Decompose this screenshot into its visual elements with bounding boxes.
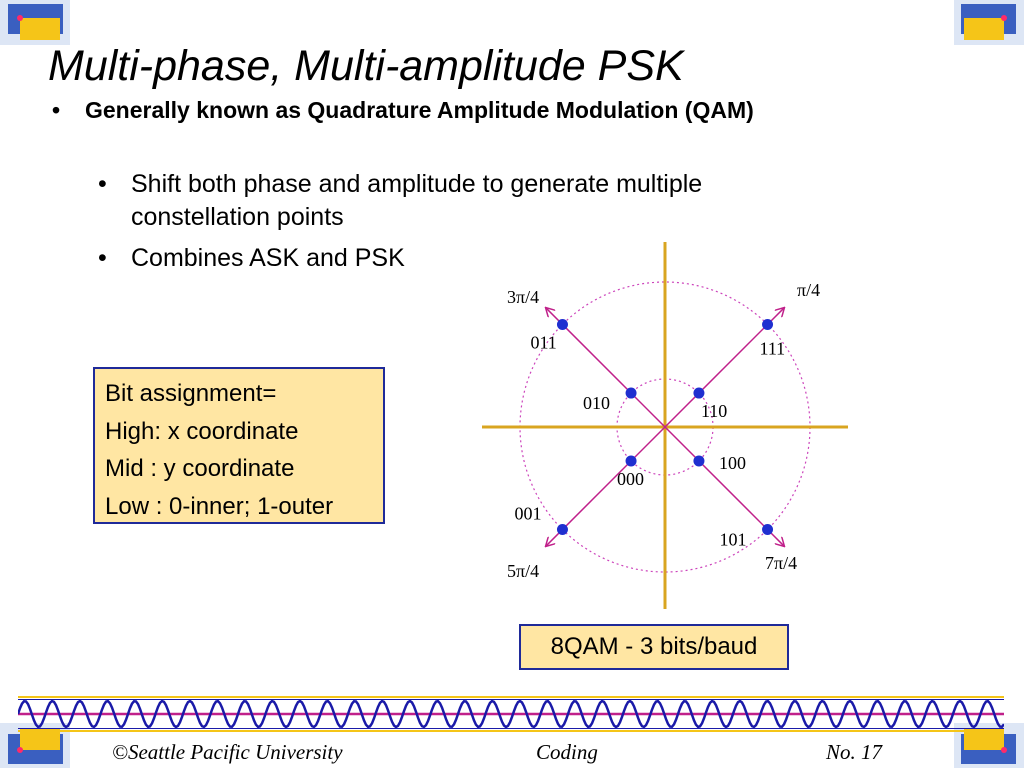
phase-angle-label: 5π/4 (507, 561, 539, 581)
bit-label-010: 010 (583, 393, 610, 413)
bit-label-011: 011 (530, 332, 556, 352)
bit-assignment-line: Low : 0-inner; 1-outer (105, 492, 334, 520)
sub-bullet-text: Shift both phase and amplitude to genera… (131, 170, 703, 231)
footer-copyright: ©Seattle Pacific University (112, 740, 343, 764)
bit-assignment-line: Mid : y coordinate (105, 455, 295, 482)
bit-assignment-line: High: x coordinate (105, 417, 299, 445)
slide-title: Multi-phase, Multi-amplitude PSK (48, 42, 684, 90)
bit-assignment-line: Bit assignment= (105, 380, 277, 407)
bit-label-110: 110 (701, 401, 727, 421)
phase-angle-label: 7π/4 (765, 553, 797, 573)
footer-page-number: No. 17 (826, 740, 883, 764)
caption-box: 8QAM - 3 bits/baud (519, 624, 789, 670)
bit-label-101: 101 (720, 530, 747, 550)
constellation-point-010 (625, 387, 637, 399)
constellation-point-101 (762, 524, 774, 536)
bullet-glyph: • (98, 244, 107, 272)
bit-label-100: 100 (719, 453, 746, 473)
bullet-glyph: • (52, 97, 61, 123)
footer-section: Coding (536, 740, 598, 764)
sine-wave (18, 699, 1004, 729)
bullet-glyph: • (98, 170, 107, 198)
corner-ornament-top-left (0, 0, 70, 45)
constellation-point-100 (693, 455, 705, 467)
constellation-point-110 (693, 387, 705, 399)
corner-ornament-top-right (954, 0, 1024, 45)
sub-bullet-text: Combines ASK and PSK (131, 244, 405, 272)
bit-label-111: 111 (760, 338, 786, 358)
constellation-point-111 (762, 318, 774, 330)
bit-label-001: 001 (514, 504, 541, 524)
bit-label-000: 000 (617, 469, 644, 489)
constellation-point-000 (625, 455, 637, 467)
footer-wave-band (18, 696, 1004, 732)
phase-angle-label: 3π/4 (507, 287, 539, 307)
constellation-point-011 (556, 318, 568, 330)
phase-angle-label: π/4 (797, 280, 820, 300)
qam-constellation-diagram: 111 011 001 101 110 010 000 100 π/4 3π/4 5π/4 7π/4 (482, 242, 848, 609)
bit-assignment-box: Bit assignment= High: x coordinate Mid :… (93, 367, 385, 524)
bullet-text: Generally known as Quadrature Amplitude … (85, 97, 754, 123)
constellation-point-001 (556, 524, 568, 536)
